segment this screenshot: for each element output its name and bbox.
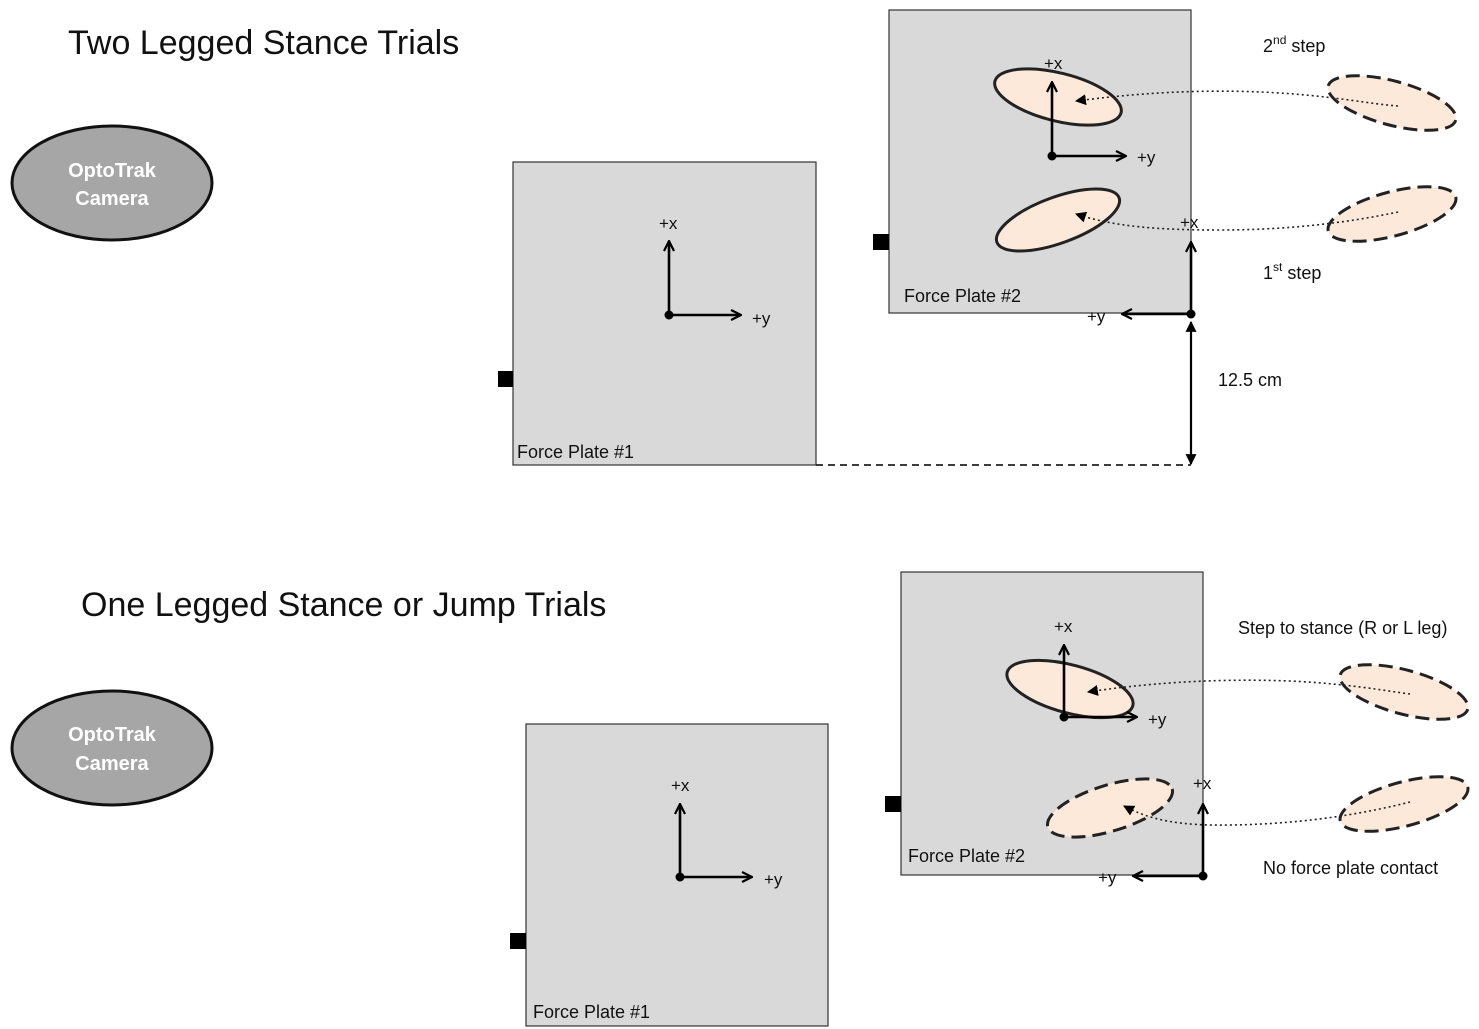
panel-title: Two Legged Stance Trials <box>68 24 459 62</box>
optotrak-camera: OptoTrak Camera <box>10 124 214 242</box>
offset-distance-label: 12.5 cm <box>1218 370 1282 390</box>
axis-y-label: +y <box>1137 148 1156 167</box>
no-contact-label: No force plate contact <box>1263 858 1438 878</box>
path-stance-step <box>1086 679 1411 696</box>
plate2-corner-axes: +x +y <box>1098 774 1212 887</box>
axis-x-label: +x <box>1054 617 1073 636</box>
plate-connector-marker <box>510 933 526 949</box>
camera-label-line2: Camera <box>75 753 149 775</box>
plate2-corner-axes: +x +y <box>1087 213 1199 326</box>
plate-label: Force Plate #2 <box>908 846 1025 866</box>
plate-connector-marker <box>885 796 901 812</box>
plate2-axes-marker: +x +y <box>1044 54 1156 167</box>
one-legged-panel: One Legged Stance or Jump Trials OptoTra… <box>10 571 1470 1027</box>
force-plate-2: Force Plate #2 <box>873 9 1192 314</box>
plate-label: Force Plate #2 <box>904 286 1021 306</box>
axes-marker: +x +y <box>671 776 783 889</box>
path-first-step <box>1074 211 1399 231</box>
axis-x-label: +x <box>659 214 678 233</box>
force-plate-1: Force Plate #1 +x +y <box>510 723 829 1027</box>
force-plate-1: Force Plate #1 +x +y <box>498 161 817 466</box>
axis-x-label: +x <box>671 776 690 795</box>
axes-marker: +x +y <box>659 214 771 328</box>
second-step-label: 2nd step <box>1263 33 1325 56</box>
camera-label-line1: OptoTrak <box>68 724 157 746</box>
axis-y-label: +y <box>1148 710 1167 729</box>
first-step-label: 1st step <box>1263 260 1321 283</box>
plate-label: Force Plate #1 <box>517 442 634 462</box>
axis-x-label: +x <box>1193 774 1212 793</box>
foot-on-plate-first-step <box>994 187 1122 253</box>
plate-connector-marker <box>873 234 889 250</box>
axis-x-label: +x <box>1044 54 1063 73</box>
optotrak-camera: OptoTrak Camera <box>10 689 214 807</box>
axis-x-label: +x <box>1180 213 1199 232</box>
plate-connector-marker <box>498 371 513 387</box>
camera-label-line2: Camera <box>75 188 149 210</box>
foot-no-contact <box>1045 777 1175 839</box>
path-second-step <box>1074 90 1399 107</box>
two-legged-panel: Two Legged Stance Trials OptoTrak Camera… <box>10 9 1458 466</box>
plate-label: Force Plate #1 <box>533 1002 650 1022</box>
offset-dimension: 12.5 cm <box>816 320 1282 466</box>
camera-label-line1: OptoTrak <box>68 160 157 182</box>
foot-start-stance <box>1338 663 1470 721</box>
foot-start-second-step <box>1326 74 1458 132</box>
axis-y-label: +y <box>1087 307 1106 326</box>
plate2-axes-marker: +x +y <box>1054 617 1167 729</box>
step-to-stance-label: Step to stance (R or L leg) <box>1238 618 1447 638</box>
axis-y-label: +y <box>752 309 771 328</box>
axis-y-label: +y <box>1098 868 1117 887</box>
panel-title: One Legged Stance or Jump Trials <box>81 586 606 624</box>
axis-y-label: +y <box>764 870 783 889</box>
